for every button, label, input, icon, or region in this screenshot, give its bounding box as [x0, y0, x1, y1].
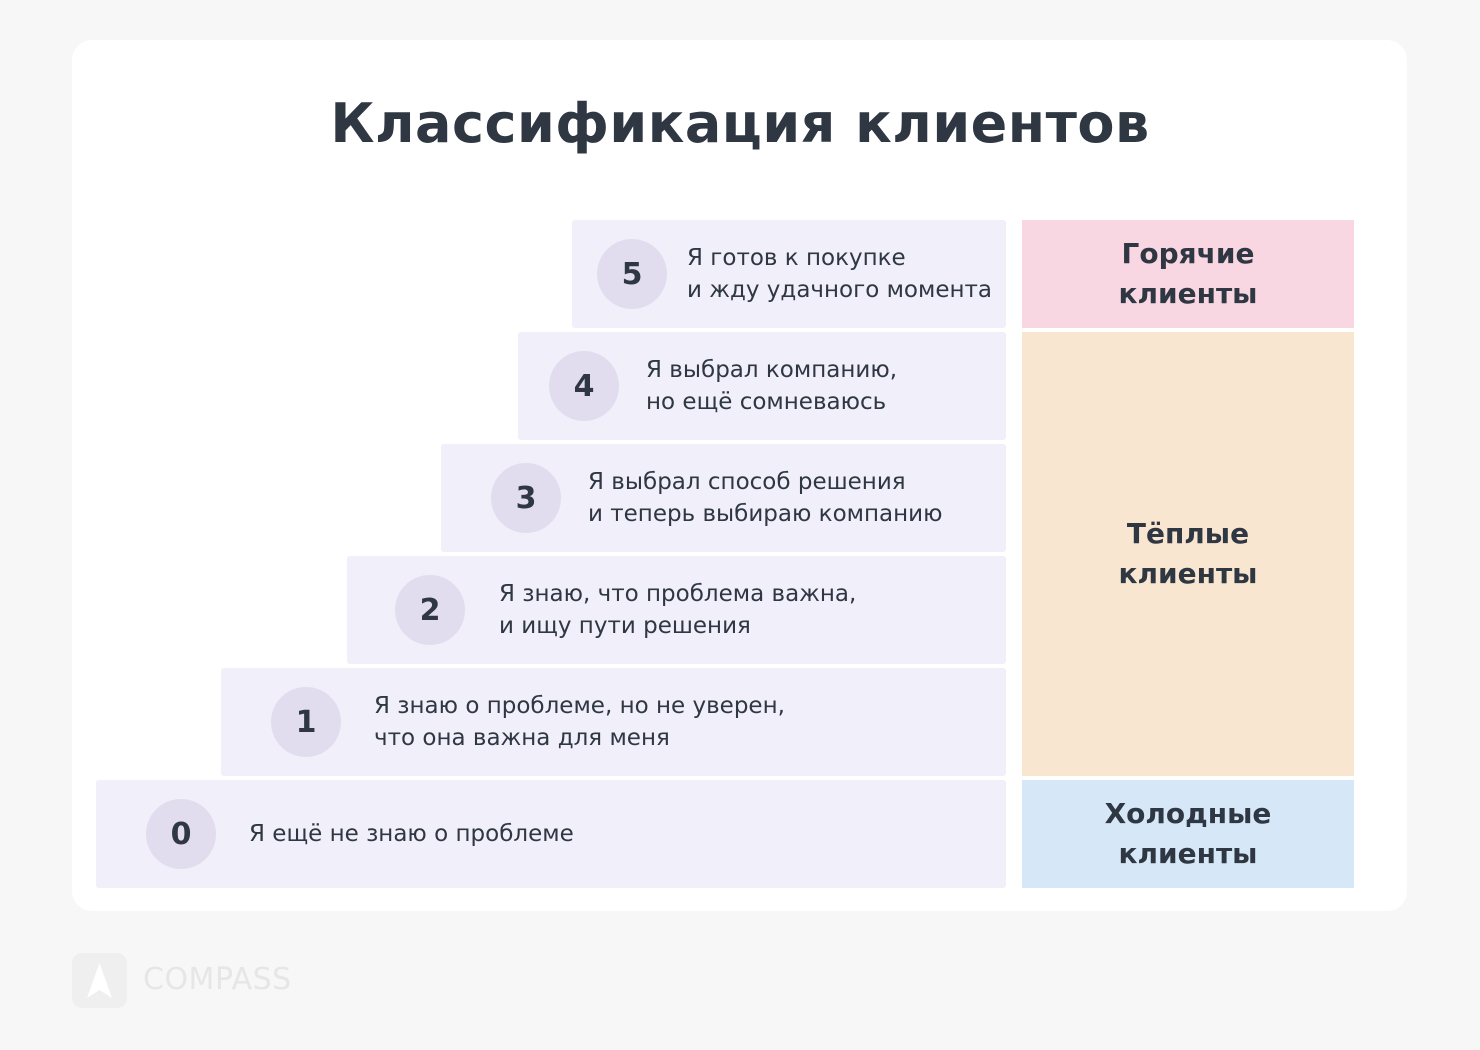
step-text: что она важна для меня — [374, 725, 670, 751]
step-text: Я ещё не знаю о проблеме — [249, 821, 574, 847]
step-text: Я выбрал способ решения — [588, 469, 906, 495]
step-5: 5 Я готов к покупке и жду удачного момент… — [572, 220, 1006, 328]
step-text: и ищу пути решения — [499, 613, 751, 639]
segment-label: Холодные — [1104, 797, 1272, 830]
compass-logo-icon — [72, 953, 127, 1008]
step-text: Я готов к покупке — [687, 245, 906, 271]
step-0: 0 Я ещё не знаю о проблеме — [96, 780, 1006, 888]
step-text: Я знаю, что проблема важна, — [499, 581, 857, 607]
step-number: 0 — [146, 799, 216, 869]
step-number: 1 — [271, 687, 341, 757]
segment-label: клиенты — [1118, 277, 1258, 310]
segment-label: клиенты — [1118, 837, 1258, 870]
step-number: 2 — [395, 575, 465, 645]
step-text: Я знаю о проблеме, но не уверен, — [374, 693, 785, 719]
segment-warm: Тёплые клиенты — [1022, 332, 1354, 776]
step-1: 1 Я знаю о проблеме, но не уверен, что он… — [221, 668, 1006, 776]
segment-hot: Горячие клиенты — [1022, 220, 1354, 328]
step-text: и теперь выбираю компанию — [588, 501, 943, 527]
step-number: 4 — [549, 351, 619, 421]
step-number: 3 — [491, 463, 561, 533]
step-text: но ещё сомневаюсь — [646, 389, 887, 415]
step-text: и жду удачного момента — [687, 277, 993, 303]
segment-label: Тёплые — [1126, 517, 1250, 550]
step-2: 2 Я знаю, что проблема важна, и ищу пути … — [347, 556, 1006, 664]
step-4: 4 Я выбрал компанию, но ещё сомневаюсь — [518, 332, 1006, 440]
step-number: 5 — [597, 239, 667, 309]
page-title: Классификация клиентов — [330, 92, 1150, 155]
segment-label: Горячие — [1121, 237, 1255, 270]
segment-label: клиенты — [1118, 557, 1258, 590]
step-text: Я выбрал компанию, — [646, 357, 898, 383]
step-3: 3 Я выбрал способ решения и теперь выбира… — [441, 444, 1006, 552]
brand-name: COMPASS — [143, 962, 292, 997]
segment-cold: Холодные клиенты — [1022, 780, 1354, 888]
